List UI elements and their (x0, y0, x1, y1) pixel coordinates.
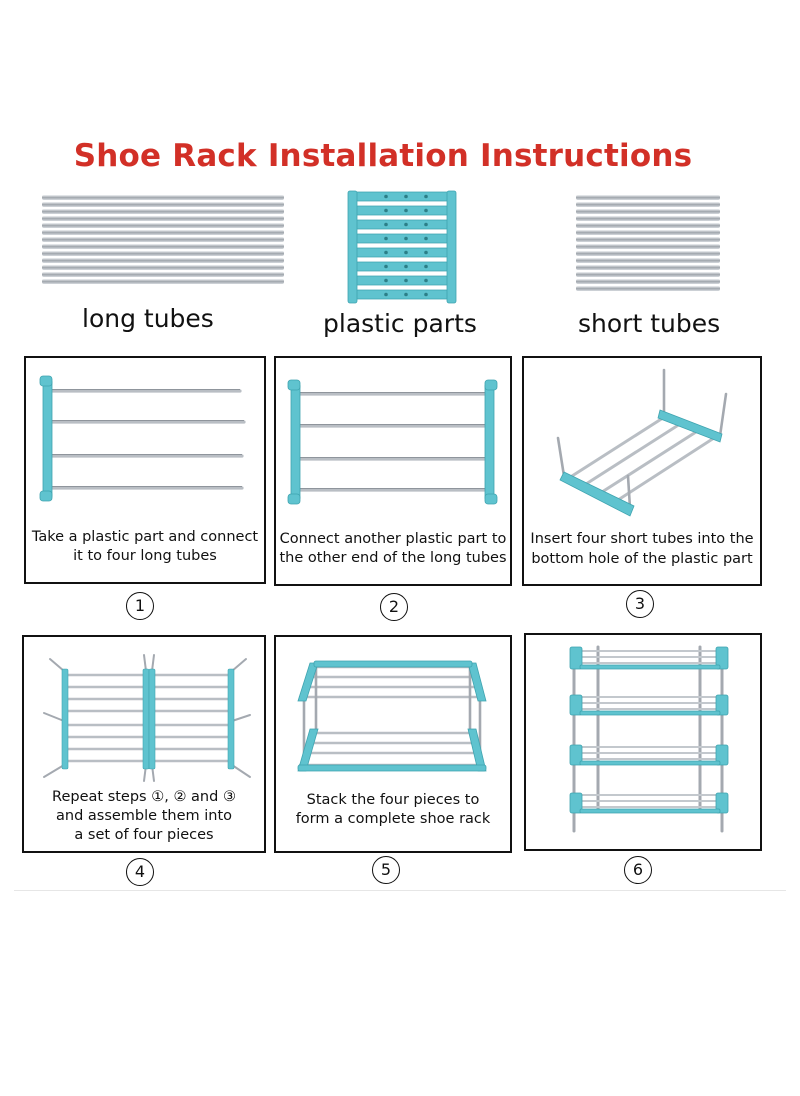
page-title: Shoe Rack Installation Instructions (73, 138, 693, 174)
step-5-panel: Stack the four pieces to form a complete… (274, 635, 512, 853)
step-4-panel: Repeat steps ①, ② and ③ and assemble the… (22, 635, 266, 853)
step-3-text-line2: bottom hole of the plastic part (531, 551, 753, 567)
step-6-number: 6 (624, 856, 652, 884)
long-tubes-image (42, 195, 284, 284)
long-tubes-label: long tubes (82, 304, 214, 333)
step-3-panel: Insert four short tubes into the bottom … (522, 356, 762, 586)
plastic-parts-label: plastic parts (323, 309, 477, 338)
step-1-illustration (39, 375, 246, 502)
step-2-text-line1: Connect another plastic part to (279, 531, 507, 547)
step-2-text-line2: the other end of the long tubes (279, 550, 507, 566)
short-tubes-image (576, 195, 720, 291)
step-3-illustration (556, 368, 728, 517)
step-2-number: 2 (380, 593, 408, 621)
step-6-illustration (569, 645, 729, 833)
step-5-illustration (297, 660, 487, 772)
step-1-number: 1 (126, 592, 154, 620)
step-4-text-line2: and assemble them into (56, 808, 232, 824)
step-5-text-line1: Stack the four pieces to (306, 792, 480, 808)
step-6-panel (524, 633, 762, 851)
instruction-sheet (14, 128, 786, 891)
step-4-illustration (43, 654, 251, 782)
step-1-panel: Take a plastic part and connect it to fo… (24, 356, 266, 584)
step-2-panel: Connect another plastic part to the othe… (274, 356, 512, 586)
step-2-illustration (287, 379, 498, 505)
step-3-number: 3 (626, 590, 654, 618)
step-5-text-line2: form a complete shoe rack (295, 811, 491, 827)
step-1-text-line1: Take a plastic part and connect (31, 529, 259, 545)
step-1-text-line2: it to four long tubes (73, 548, 217, 564)
step-3-text-line1: Insert four short tubes into the (530, 531, 754, 547)
short-tubes-label: short tubes (578, 309, 721, 338)
plastic-parts-image (347, 190, 457, 304)
step-5-number: 5 (372, 856, 400, 884)
step-4-text-line3: a set of four pieces (74, 827, 214, 843)
step-4-text-line1: Repeat steps ①, ② and ③ (52, 789, 236, 805)
step-4-number: 4 (126, 858, 154, 886)
